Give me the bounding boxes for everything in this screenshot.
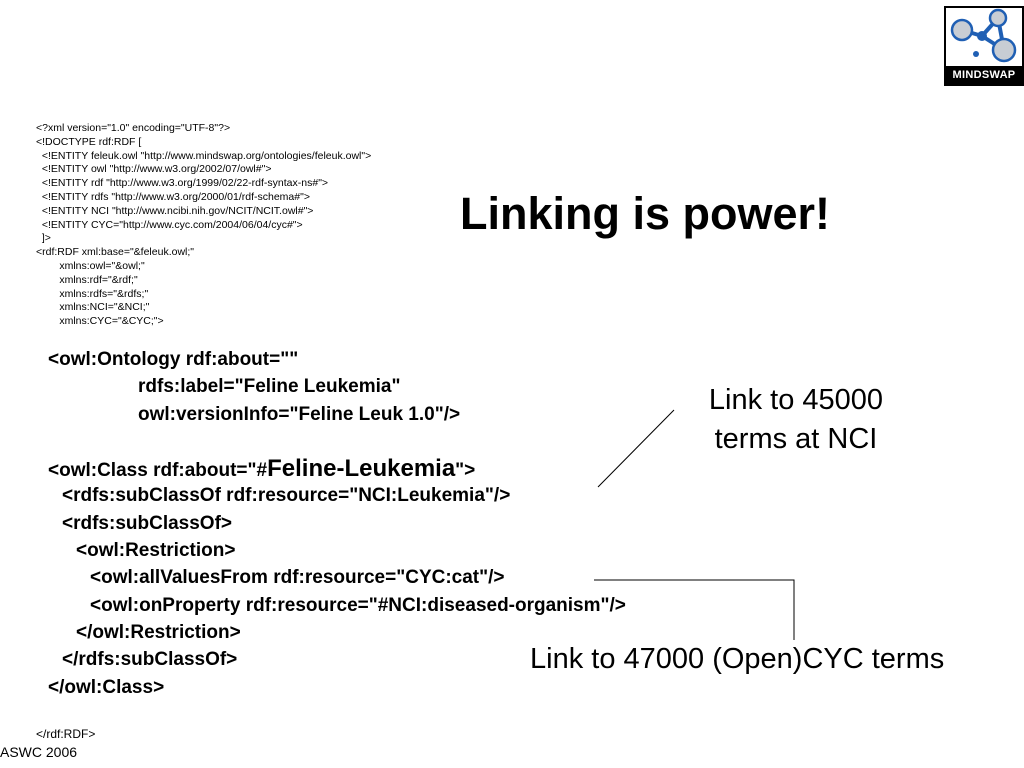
- code-line: <!ENTITY NCI "http://www.ncibi.nih.gov/N…: [36, 204, 314, 217]
- subclass-nci-line: <rdfs:subClassOf rdf:resource="NCI:Leuke…: [62, 485, 511, 507]
- code-line: <!ENTITY rdf "http://www.w3.org/1999/02/…: [36, 177, 329, 190]
- subclass-open-line: <rdfs:subClassOf>: [62, 512, 232, 534]
- code-line: xmlns:rdf="&rdf;": [36, 273, 138, 286]
- class-close-line: </owl:Class>: [48, 676, 165, 698]
- class-open-line: <owl:Class rdf:about="#Feline-Leukemia">: [48, 455, 626, 482]
- footer-text: ASWC 2006: [0, 744, 78, 760]
- mindswap-logo: MINDSWAP: [944, 6, 1024, 86]
- code-line: <!ENTITY CYC="http://www.cyc.com/2004/06…: [36, 218, 303, 231]
- rdf-close-line: </rdf:RDF>: [36, 727, 96, 741]
- class-name: Feline-Leukemia: [267, 455, 456, 483]
- code-line: <!ENTITY feleuk.owl "http://www.mindswap…: [36, 149, 372, 162]
- ontology-label-line: rdfs:label="Feline Leukemia": [138, 376, 401, 398]
- code-line: <!DOCTYPE rdf:RDF [: [36, 135, 142, 148]
- code-line: <rdf:RDF xml:base="&feleuk.owl;": [36, 246, 195, 259]
- nci-callout-line: [597, 409, 675, 488]
- cyc-callout: Link to 47000 (Open)CYC terms: [530, 643, 945, 675]
- nci-callout-line1: Link to 45000: [708, 384, 884, 416]
- nci-callout-line2: terms at NCI: [714, 423, 878, 455]
- code-line: xmlns:CYC="&CYC;">: [36, 315, 164, 328]
- code-line: <!ENTITY owl "http://www.w3.org/2002/07/…: [36, 163, 272, 176]
- logo-label: MINDSWAP: [946, 66, 1022, 84]
- code-line: ]>: [36, 232, 51, 245]
- owl-code-block: <owl:Ontology rdf:about="" rdfs:label="F…: [48, 346, 626, 701]
- on-property-line: <owl:onProperty rdf:resource="#NCI:disea…: [90, 594, 626, 616]
- code-line: xmlns:NCI="&NCI;": [36, 301, 150, 314]
- code-line: xmlns:owl="&owl;": [36, 259, 145, 272]
- restriction-close-line: </owl:Restriction>: [76, 621, 241, 643]
- restriction-open-line: <owl:Restriction>: [76, 540, 236, 562]
- xml-header-block: <?xml version="1.0" encoding="UTF-8"?> <…: [36, 122, 371, 329]
- ontology-open-line: <owl:Ontology rdf:about="": [48, 349, 299, 370]
- code-line: xmlns:rdfs="&rdfs;": [36, 287, 149, 300]
- all-values-from-line: <owl:allValuesFrom rdf:resource="CYC:cat…: [90, 567, 505, 589]
- subclass-close-line: </rdfs:subClassOf>: [62, 649, 238, 671]
- cyc-callout-line: [594, 579, 795, 640]
- code-line: <?xml version="1.0" encoding="UTF-8"?>: [36, 122, 231, 134]
- nci-callout: Link to 45000 terms at NCI: [684, 381, 908, 459]
- class-suffix: ">: [455, 460, 476, 482]
- code-line: <!ENTITY rdfs "http://www.w3.org/2000/01…: [36, 190, 310, 203]
- class-prefix: <owl:Class rdf:about="#: [48, 460, 268, 482]
- slide-title: Linking is power!: [460, 188, 831, 239]
- brain-network-logo-icon: [950, 8, 1017, 63]
- ontology-version-line: owl:versionInfo="Feline Leuk 1.0"/>: [138, 403, 461, 425]
